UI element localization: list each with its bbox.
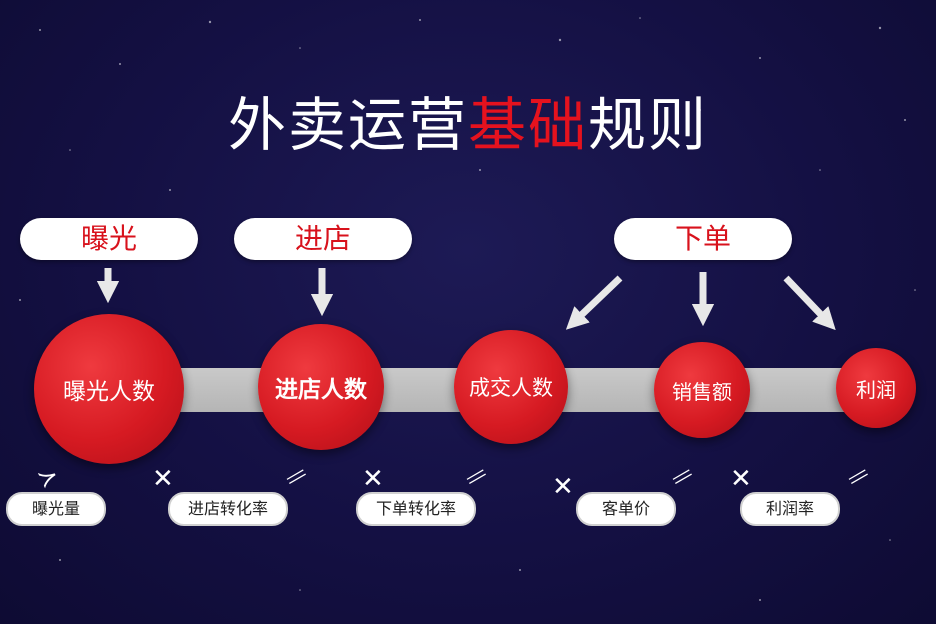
order-arrow-left [565,275,623,330]
title-part1: 外卖运营 [227,91,468,159]
store-conversion-label: 进店转化率 [168,492,288,526]
profit-circle: 利润 [836,348,916,428]
exposure-label: 曝光 [20,218,198,260]
order-conversion-label: 下单转化率 [356,492,476,526]
store-visit-label: 进店 [234,218,412,260]
title-highlight: 基础 [467,91,588,159]
unit-price-label: 客单价 [576,492,676,526]
exposure-volume-label: 曝光量 [6,492,106,526]
multiply-symbol-4: ✕ [730,464,752,494]
profit-rate-label: 利润率 [740,492,840,526]
page-title: 外卖运营基础规则 [0,78,936,162]
multiply-symbol-1: ✕ [152,464,174,494]
order-arrow-right [783,275,836,331]
sales-circle: 销售额 [654,342,750,438]
multiply-symbol-2: ✕ [362,464,384,494]
deal-users-circle: 成交人数 [454,330,568,444]
multiply-symbol-3: ✕ [552,472,574,502]
store-users-circle: 进店人数 [258,324,384,450]
order-label: 下单 [614,218,792,260]
title-part2: 规则 [588,91,709,159]
exposure-users-circle: 曝光人数 [34,314,184,464]
